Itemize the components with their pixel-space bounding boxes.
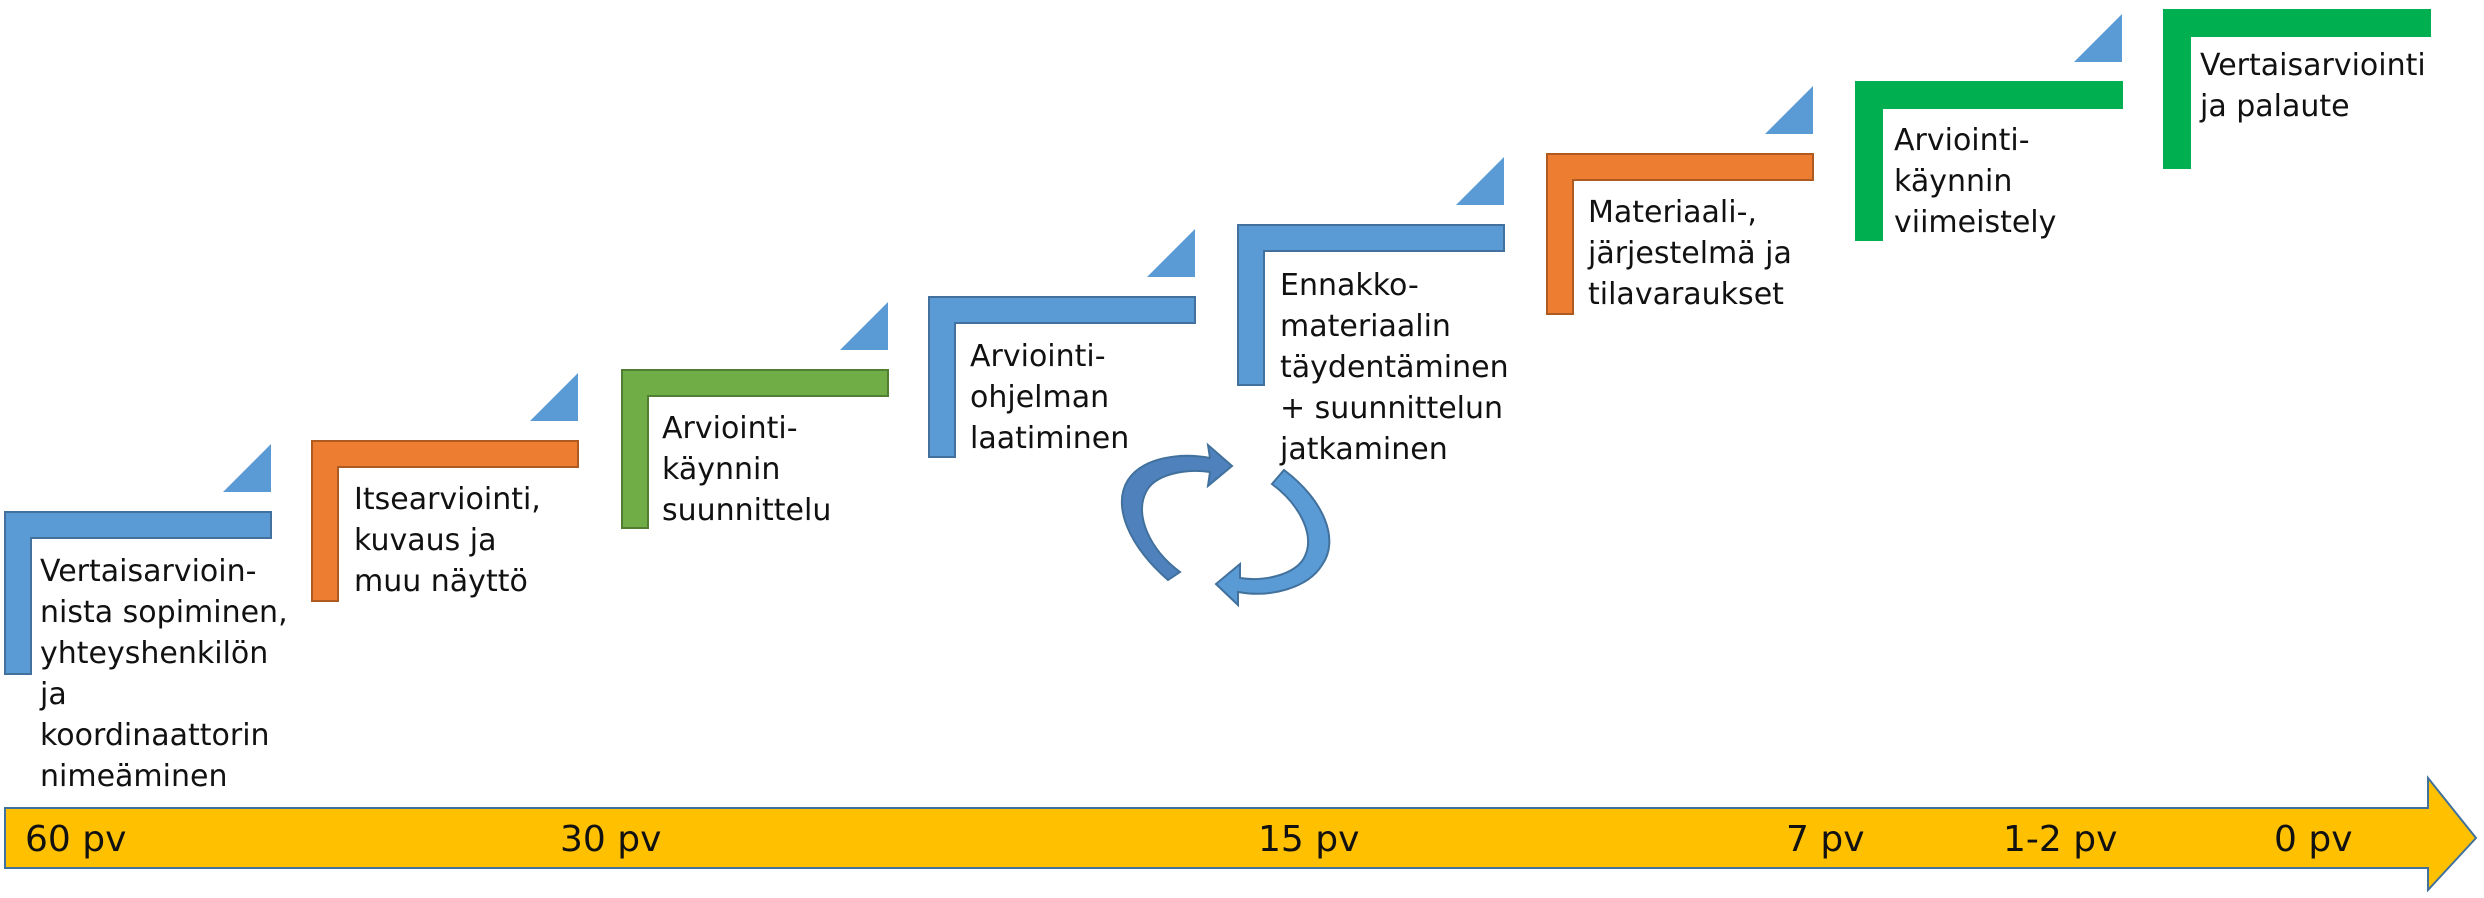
step-7-corner-triangle: [2074, 14, 2122, 62]
timeline-arrow: [4, 775, 2478, 893]
step-2-bracket: [311, 440, 579, 602]
step-4-text: Arviointi- ohjelman laatiminen: [970, 339, 1130, 456]
step-3-bracket: [621, 369, 889, 529]
step-8-text: Vertaisarviointi ja palaute: [2200, 48, 2426, 124]
step-6-bracket: [1546, 153, 1814, 315]
step-5-corner-triangle: [1456, 157, 1504, 205]
step-8-bracket: [2163, 9, 2431, 169]
timeline-label-1-2pv: 1-2 pv: [2003, 819, 2118, 860]
timeline-label-60pv: 60 pv: [25, 819, 127, 860]
step-2-corner-triangle: [530, 373, 578, 421]
step-4-bracket: [928, 296, 1196, 458]
step-5-text: Ennakko- materiaalin täydentäminen + suu…: [1280, 268, 1509, 467]
step-3-corner-triangle: [840, 302, 888, 350]
step-6-corner-triangle: [1765, 86, 1813, 134]
timeline-label-0pv: 0 pv: [2274, 819, 2353, 860]
timeline-label-30pv: 30 pv: [560, 819, 662, 860]
step-4-corner-triangle: [1147, 229, 1195, 277]
step-6-text: Materiaali-, järjestelmä ja tilavaraukse…: [1588, 195, 1792, 312]
step-5-bracket: [1237, 224, 1505, 386]
timeline-label-15pv: 15 pv: [1258, 819, 1360, 860]
step-1-corner-triangle: [223, 444, 271, 492]
timeline-label-7pv: 7 pv: [1786, 819, 1865, 860]
step-2-text: Itsearviointi, kuvaus ja muu näyttö: [354, 482, 541, 599]
cycle-arrows-icon: [1120, 442, 1331, 608]
step-1-bracket: [4, 511, 272, 675]
step-7-bracket: [1855, 81, 2123, 241]
step-7-text: Arviointi- käynnin viimeistely: [1894, 123, 2057, 240]
step-3-text: Arviointi- käynnin suunnittelu: [662, 411, 832, 528]
step-1-text: Vertaisarvioin- nista sopiminen, yhteysh…: [40, 554, 288, 794]
